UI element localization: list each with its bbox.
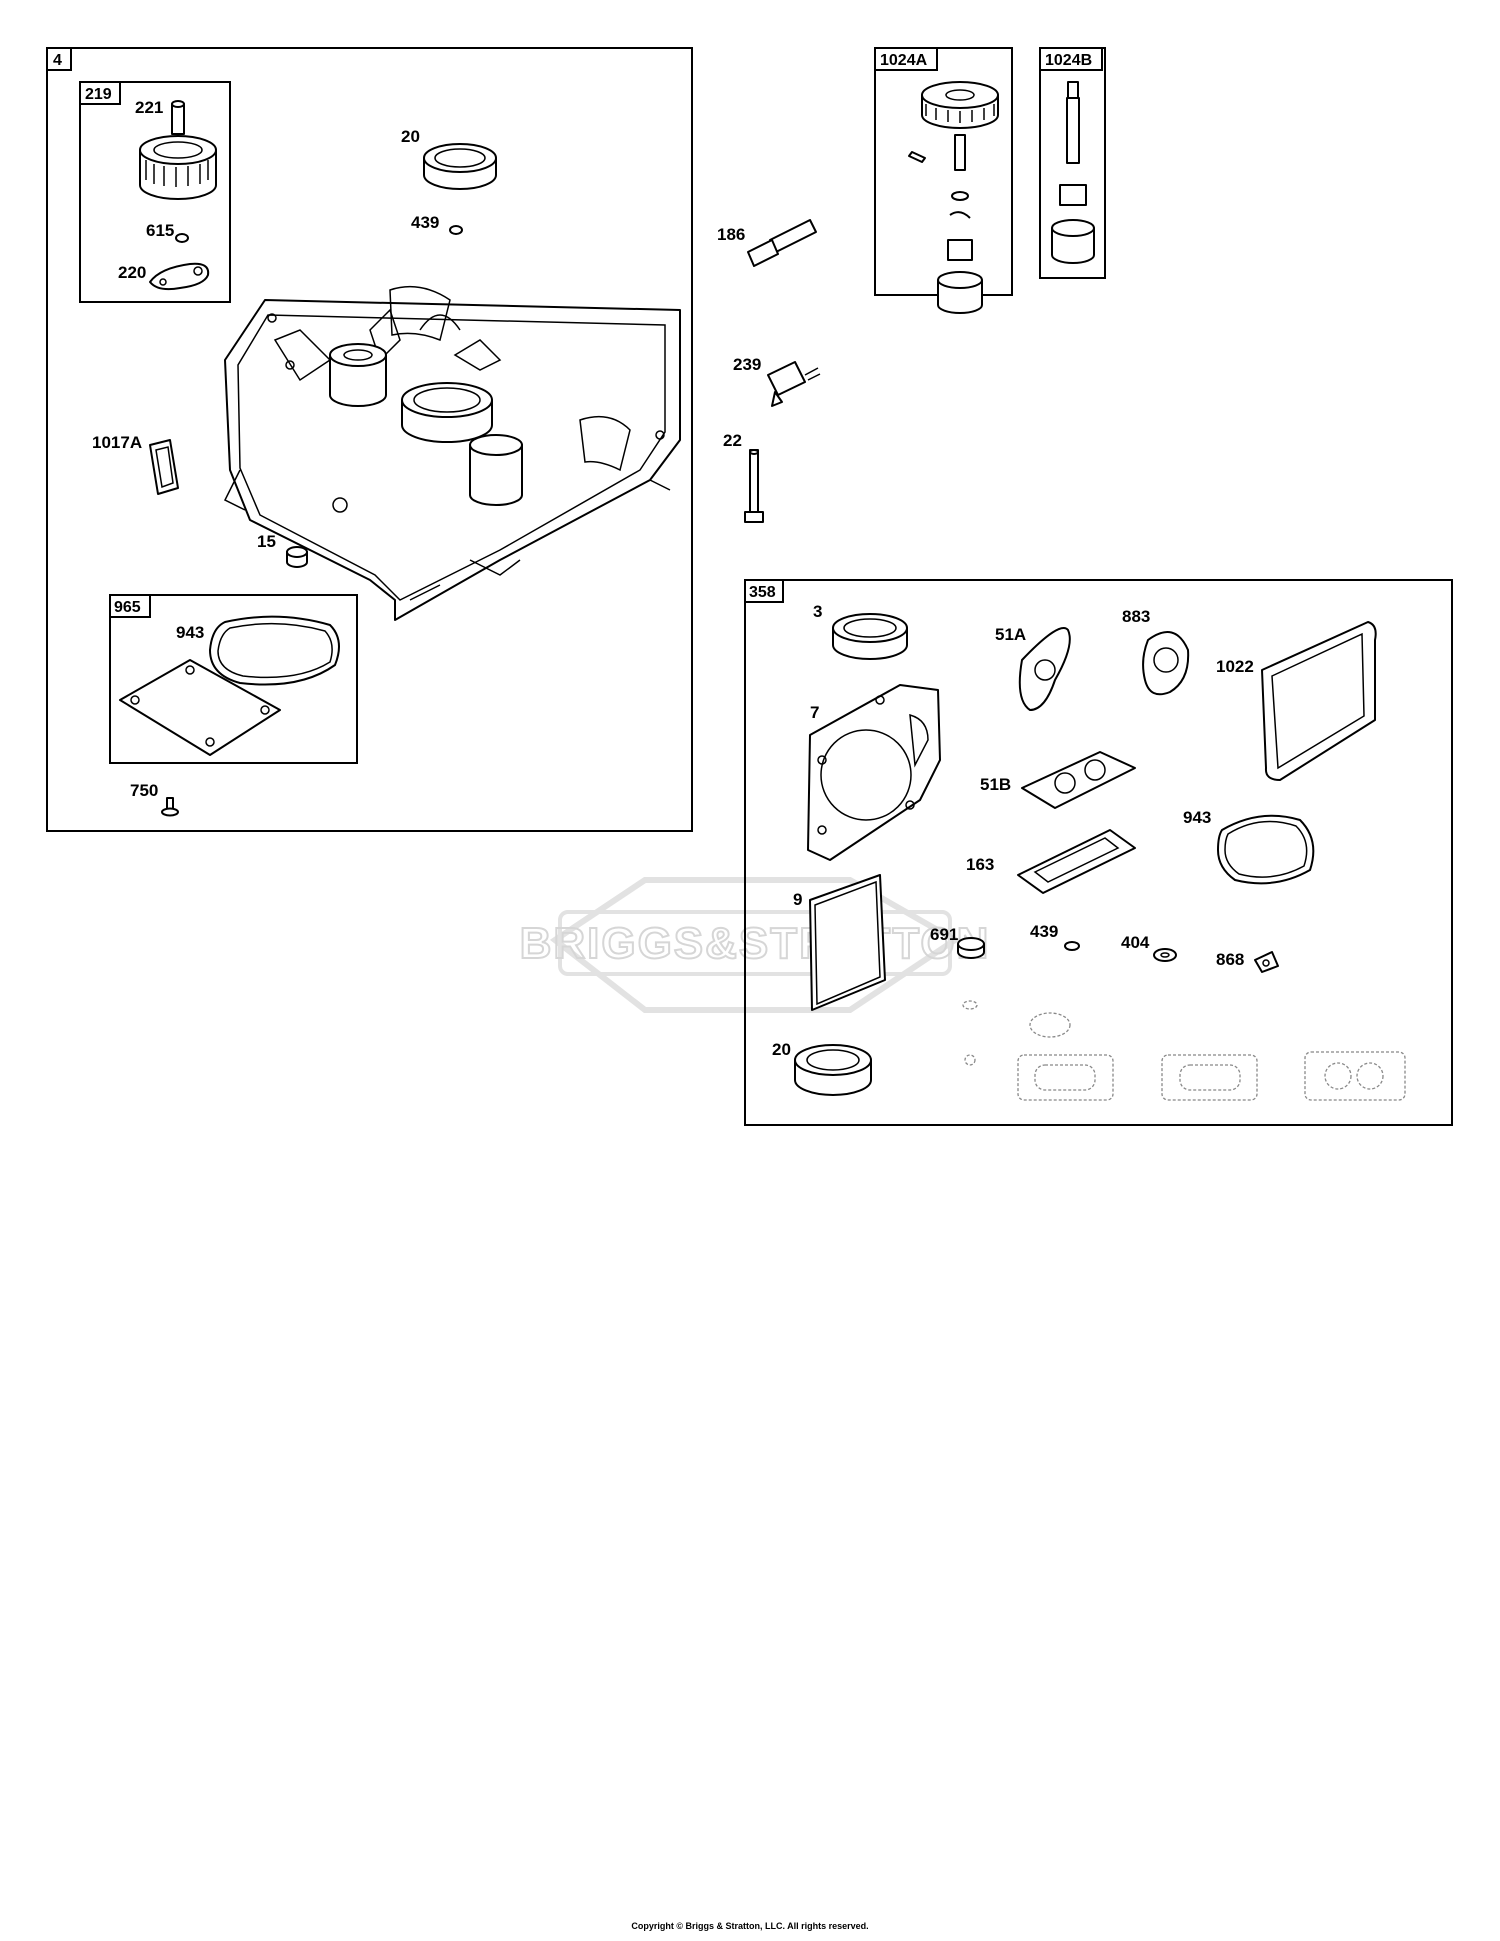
label-220: 220	[118, 263, 146, 282]
label-163: 163	[966, 855, 994, 874]
part-4-crankcase-cover	[223, 285, 681, 621]
label-3: 3	[813, 602, 822, 621]
label-943-top: 943	[176, 623, 204, 642]
box-1024A-oil-pump: 1024A	[874, 47, 1013, 314]
label-750: 750	[130, 781, 158, 800]
part-20-oil-seal	[423, 143, 497, 190]
box-4-crankcase: 4	[46, 47, 693, 832]
label-221: 221	[135, 98, 163, 117]
ghosted-parts	[962, 1000, 1406, 1101]
label-186: 186	[717, 225, 745, 244]
label-9: 9	[793, 890, 802, 909]
part-1022-cover-gasket	[1261, 621, 1377, 781]
watermark-text: BRIGGS&STRATTON	[520, 919, 991, 968]
part-51B-gasket	[1021, 751, 1136, 809]
part-labels: 221 615 220 20 439 1017A 15 943 750 186 …	[92, 98, 1254, 1059]
part-943-seal	[209, 615, 340, 686]
label-439-top: 439	[411, 213, 439, 232]
label-20-set: 20	[772, 1040, 791, 1059]
part-51A-gasket	[1018, 627, 1071, 711]
box-219-governor: 219	[79, 81, 231, 303]
part-943-set-seal	[1217, 814, 1315, 885]
part-22-bolt	[744, 449, 764, 523]
part-404-washer	[1153, 948, 1177, 962]
label-7: 7	[810, 703, 819, 722]
box-label-4: 4	[53, 52, 62, 69]
label-1017A: 1017A	[92, 433, 142, 452]
part-965-cover-plate	[119, 659, 281, 756]
part-20-set-oil-seal	[794, 1044, 872, 1096]
part-15-plug	[286, 546, 308, 568]
label-691: 691	[930, 925, 958, 944]
part-3-oil-seal	[832, 613, 908, 660]
part-750-screw	[161, 797, 179, 817]
label-404: 404	[1121, 933, 1150, 952]
part-221-shaft	[171, 100, 185, 135]
part-163-exhaust-gasket	[1017, 829, 1136, 894]
part-439-set-washer	[1064, 941, 1080, 951]
label-22: 22	[723, 431, 742, 450]
label-15: 15	[257, 532, 276, 551]
label-868: 868	[1216, 950, 1244, 969]
copyright-notice: Copyright © Briggs & Stratton, LLC. All …	[631, 1921, 869, 1931]
label-943-set: 943	[1183, 808, 1211, 827]
part-219-governor-gear	[139, 135, 217, 200]
part-239-oil-switch	[767, 361, 821, 407]
box-358-gasket-set: 358	[744, 579, 1453, 1126]
part-868-nut	[1254, 951, 1279, 973]
part-9-gasket	[809, 874, 886, 1011]
box-label-965: 965	[114, 599, 141, 616]
box-1024B-oil-pump: 1024B	[1039, 47, 1106, 279]
label-615: 615	[146, 221, 174, 240]
part-883-gasket	[1142, 631, 1190, 696]
part-7-head-gasket	[807, 684, 941, 861]
part-691-seal	[957, 937, 985, 959]
box-label-1024A: 1024A	[880, 52, 928, 69]
label-1022: 1022	[1216, 657, 1254, 676]
label-20-top: 20	[401, 127, 420, 146]
label-51A: 51A	[995, 625, 1026, 644]
brand-watermark: BRIGGS&STRATTON	[519, 877, 991, 1013]
part-615-retainer	[175, 233, 189, 243]
label-239: 239	[733, 355, 761, 374]
box-965-gasket: 965	[109, 594, 358, 764]
box-label-1024B: 1024B	[1045, 52, 1092, 69]
box-label-219: 219	[85, 86, 112, 103]
part-186-pin	[747, 219, 817, 267]
label-439-set: 439	[1030, 922, 1058, 941]
label-883: 883	[1122, 607, 1150, 626]
label-51B: 51B	[980, 775, 1011, 794]
box-label-358: 358	[749, 584, 776, 601]
part-439-washer	[449, 225, 463, 235]
